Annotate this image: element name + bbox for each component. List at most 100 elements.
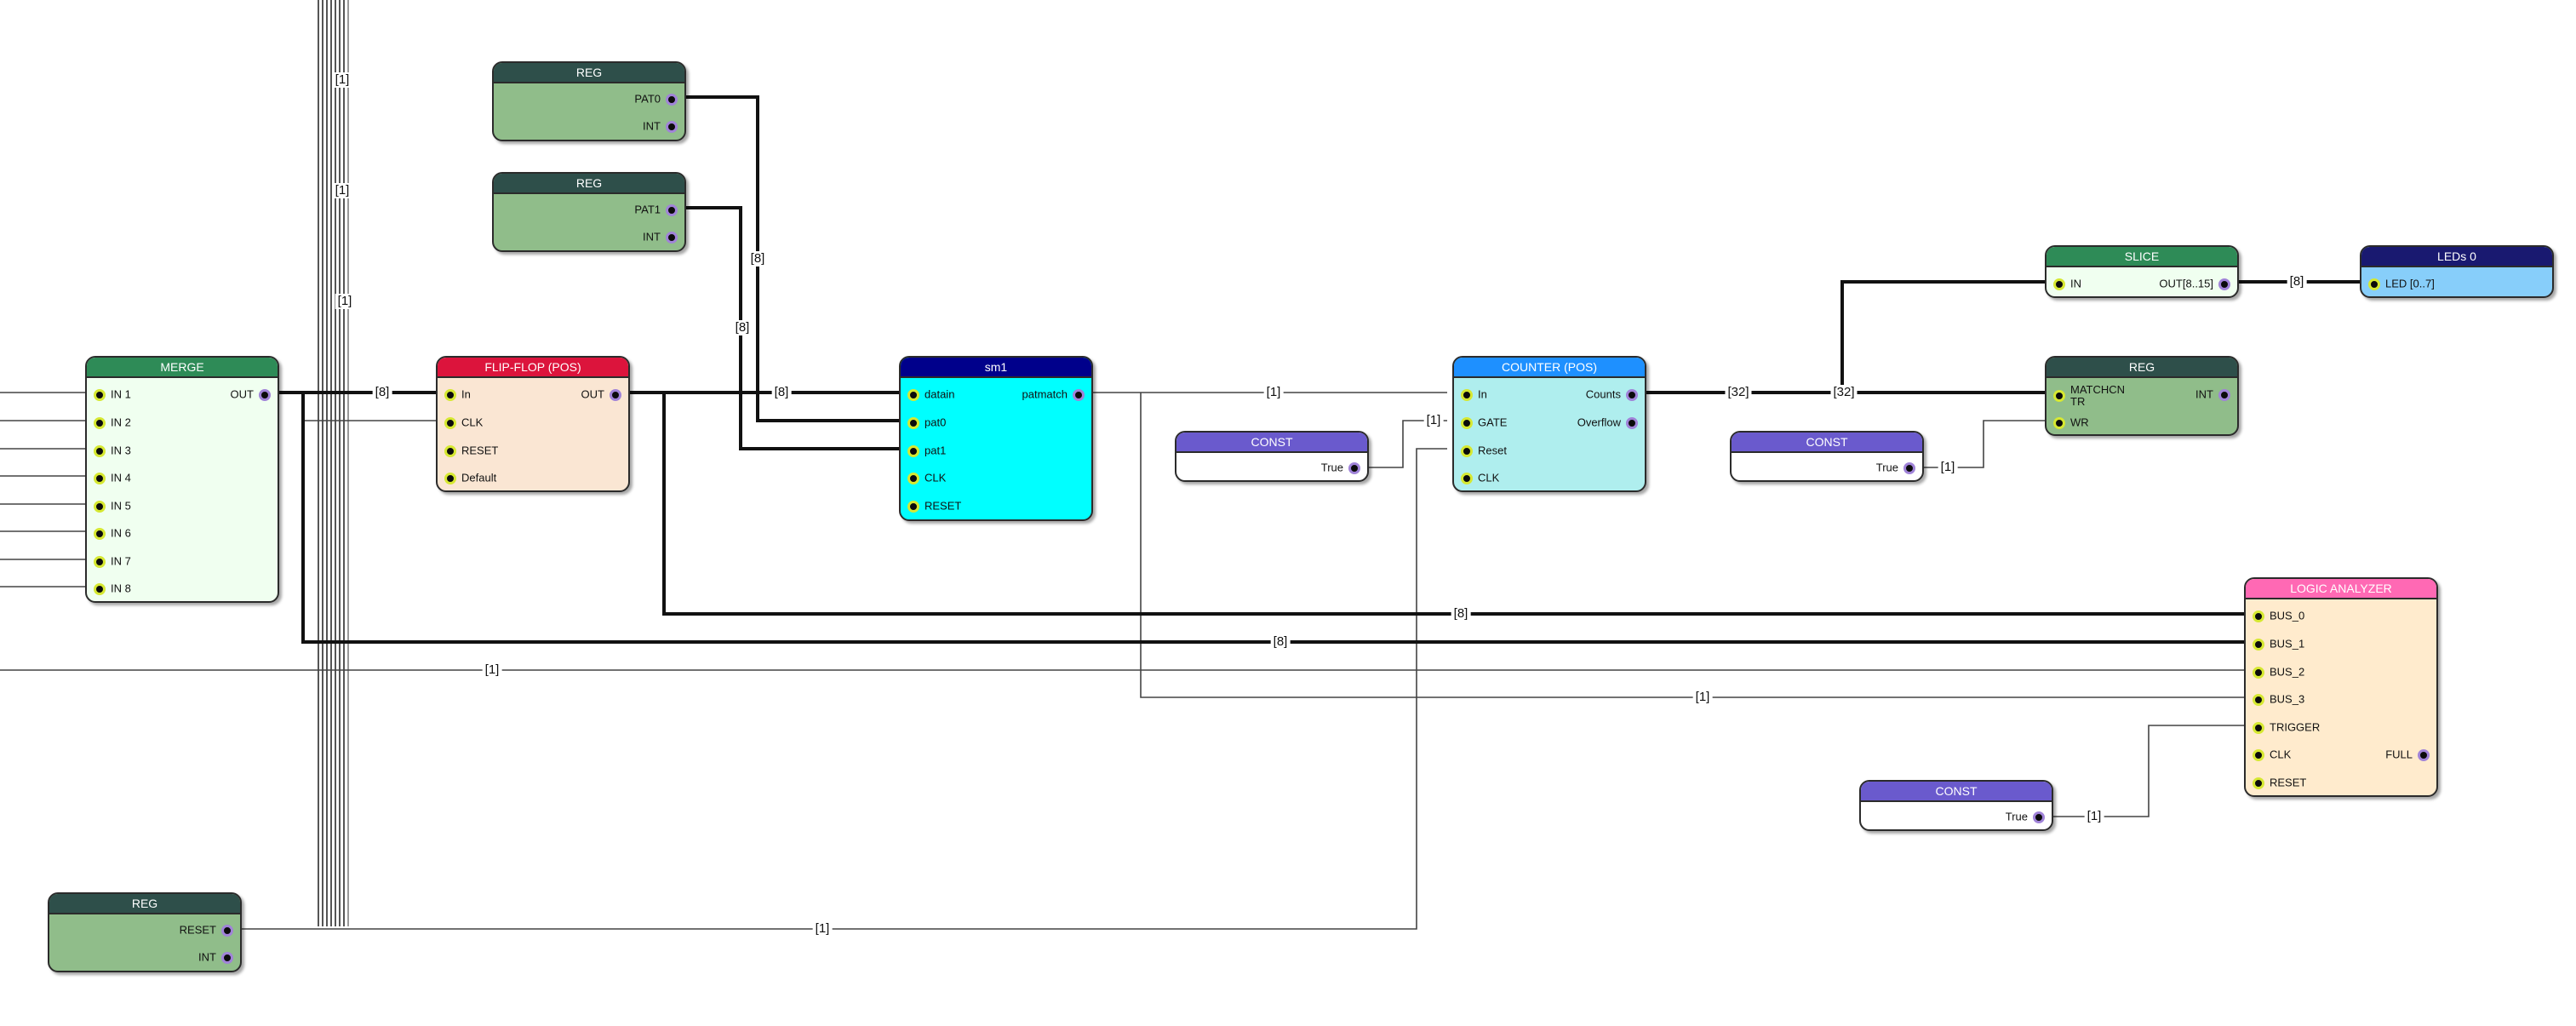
output-pin-icon[interactable] [666,93,678,106]
leds-block[interactable]: LEDs 0 LED [0..7] [2360,245,2554,298]
input-port[interactable]: RESET [907,496,961,516]
const-block[interactable]: CONST True [1730,431,1924,482]
input-pin-icon[interactable] [2253,693,2264,706]
input-pin-icon[interactable] [444,416,456,429]
output-pin-icon[interactable] [666,231,678,244]
reg-pat0-block[interactable]: REG PAT0 INT [492,61,686,141]
output-pin-icon[interactable] [1626,388,1638,401]
output-port[interactable]: PAT0 [634,89,678,109]
input-port[interactable]: BUS_2 [2253,662,2304,682]
input-pin-icon[interactable] [2253,638,2264,651]
input-pin-icon[interactable] [94,472,106,484]
output-port[interactable]: INT [198,947,233,967]
input-pin-icon[interactable] [1461,444,1473,457]
output-port[interactable]: OUT [581,384,621,404]
input-port[interactable]: CLK [1461,467,1499,488]
input-port[interactable]: IN 5 [94,496,131,516]
input-pin-icon[interactable] [2253,666,2264,679]
output-port[interactable]: FULL [2385,744,2430,765]
reg-pat1-block[interactable]: REG PAT1 INT [492,172,686,252]
output-port[interactable]: True [1321,457,1360,478]
input-port[interactable]: BUS_1 [2253,633,2304,654]
input-port[interactable]: Reset [1461,440,1507,461]
counter-block[interactable]: COUNTER (POS) In GATE Reset CLK Counts O… [1452,356,1646,492]
input-pin-icon[interactable] [444,388,456,401]
slice-block[interactable]: SLICE IN OUT[8..15] [2045,245,2239,298]
output-pin-icon[interactable] [2218,388,2230,401]
input-pin-icon[interactable] [2253,721,2264,734]
logic-analyzer-block[interactable]: LOGIC ANALYZER BUS_0 BUS_1 BUS_2 BUS_3 T… [2244,577,2438,797]
input-pin-icon[interactable] [2053,390,2065,402]
input-pin-icon[interactable] [2368,278,2380,290]
input-pin-icon[interactable] [94,582,106,595]
const-block[interactable]: CONST True [1175,431,1369,482]
input-port[interactable]: IN [2053,273,2081,294]
input-port[interactable]: BUS_0 [2253,605,2304,626]
output-pin-icon[interactable] [259,388,271,401]
input-port[interactable]: IN 2 [94,412,131,433]
input-port[interactable]: datain [907,384,954,404]
output-port[interactable]: True [1876,457,1915,478]
output-port[interactable]: INT [2195,384,2230,404]
input-pin-icon[interactable] [2253,777,2264,789]
output-pin-icon[interactable] [2218,278,2230,290]
input-port[interactable]: IN 8 [94,578,131,599]
reg-match-block[interactable]: REG MATCHCN TR WR INT [2045,356,2239,436]
input-port[interactable]: In [1461,384,1487,404]
input-port[interactable]: WR [2053,412,2089,433]
input-pin-icon[interactable] [907,444,919,457]
output-port[interactable]: Overflow [1577,412,1638,433]
output-pin-icon[interactable] [221,951,233,964]
input-port[interactable]: CLK [907,467,946,488]
input-port[interactable]: IN 7 [94,551,131,571]
output-pin-icon[interactable] [1626,416,1638,429]
input-pin-icon[interactable] [1461,416,1473,429]
input-port[interactable]: TRIGGER [2253,717,2320,737]
input-port[interactable]: pat1 [907,440,946,461]
output-port[interactable]: patmatch [1022,384,1085,404]
input-pin-icon[interactable] [907,416,919,429]
input-pin-icon[interactable] [94,527,106,540]
input-pin-icon[interactable] [94,388,106,401]
input-pin-icon[interactable] [94,500,106,513]
output-port[interactable]: True [2006,806,2045,827]
input-port[interactable]: In [444,384,471,404]
input-pin-icon[interactable] [444,472,456,484]
input-pin-icon[interactable] [1461,472,1473,484]
output-pin-icon[interactable] [610,388,621,401]
const-block[interactable]: CONST True [1859,780,2053,831]
reg-reset-block[interactable]: REG RESET INT [48,892,242,972]
input-port[interactable]: IN 4 [94,467,131,488]
input-port[interactable]: MATCHCN TR [2053,384,2125,408]
input-pin-icon[interactable] [94,555,106,568]
input-pin-icon[interactable] [2053,416,2065,429]
input-pin-icon[interactable] [94,416,106,429]
output-pin-icon[interactable] [666,203,678,216]
output-pin-icon[interactable] [2033,811,2045,823]
output-port[interactable]: OUT[8..15] [2159,273,2230,294]
input-port[interactable]: RESET [444,440,498,461]
input-pin-icon[interactable] [907,500,919,513]
output-pin-icon[interactable] [2418,748,2430,761]
input-port[interactable]: RESET [2253,772,2306,793]
input-pin-icon[interactable] [907,388,919,401]
output-pin-icon[interactable] [221,924,233,937]
input-pin-icon[interactable] [2053,278,2065,290]
output-pin-icon[interactable] [666,120,678,133]
input-port[interactable]: IN 3 [94,440,131,461]
output-port[interactable]: RESET [180,920,233,940]
output-pin-icon[interactable] [1073,388,1085,401]
input-port[interactable]: CLK [444,412,483,433]
output-port[interactable]: INT [643,116,678,136]
output-port[interactable]: OUT [231,384,271,404]
input-pin-icon[interactable] [2253,610,2264,622]
input-port[interactable]: Default [444,467,496,488]
output-port[interactable]: Counts [1586,384,1638,404]
state-machine-block[interactable]: sm1 datain pat0 pat1 CLK RESET patmatch [899,356,1093,521]
output-port[interactable]: INT [643,226,678,247]
input-pin-icon[interactable] [907,472,919,484]
output-pin-icon[interactable] [1348,461,1360,474]
input-port[interactable]: CLK [2253,744,2291,765]
merge-block[interactable]: MERGE IN 1 IN 2 IN 3 IN 4 IN 5 IN 6 IN 7… [85,356,279,603]
